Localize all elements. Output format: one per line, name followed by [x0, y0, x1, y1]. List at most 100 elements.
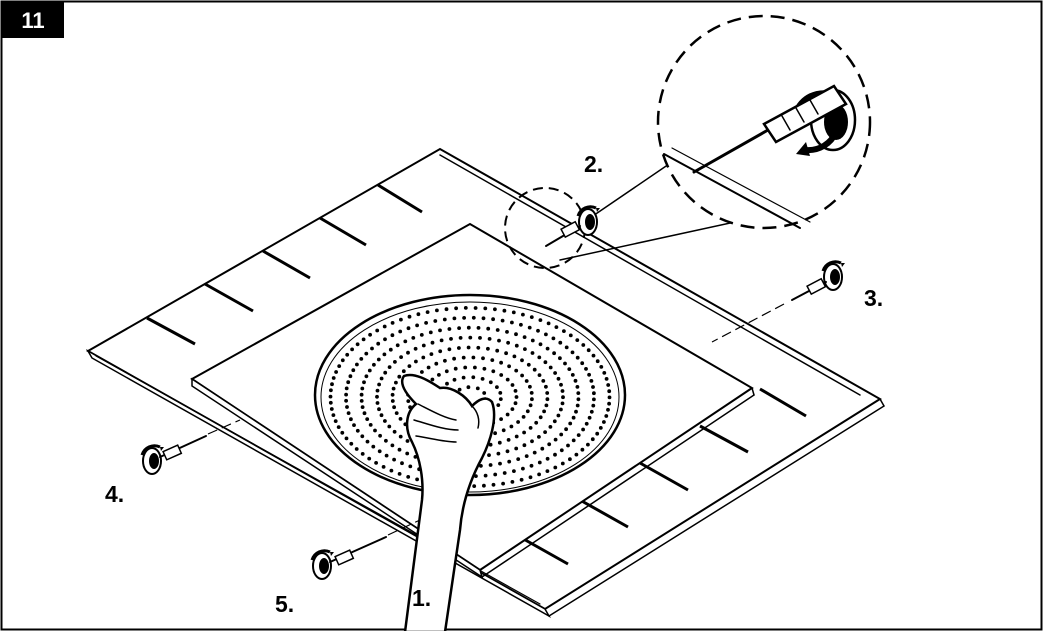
nozzle-dot	[606, 407, 610, 412]
nozzle-dot	[407, 314, 412, 319]
nozzle-dot	[389, 468, 394, 473]
nozzle-dot	[510, 320, 514, 325]
nozzle-dot	[390, 321, 395, 325]
nozzle-dot	[471, 355, 476, 360]
nozzle-dot	[513, 389, 518, 393]
nozzle-dot	[512, 354, 517, 359]
nozzle-dot	[491, 369, 496, 374]
nozzle-dot	[368, 423, 373, 427]
screw-5	[310, 519, 421, 581]
nozzle-dot	[521, 312, 525, 317]
nozzle-dot	[447, 327, 452, 331]
nozzle-dot	[406, 475, 411, 479]
nozzle-dot	[526, 362, 531, 367]
nozzle-dot	[458, 336, 463, 340]
nozzle-dot	[502, 308, 507, 313]
nozzle-dot	[336, 425, 341, 429]
nozzle-dot	[481, 316, 486, 321]
nozzle-dot	[421, 343, 426, 348]
nozzle-dot	[528, 426, 533, 430]
nozzle-dot	[519, 477, 524, 482]
figure-number: 11	[21, 8, 44, 33]
nozzle-dot	[602, 371, 607, 375]
screw-2	[545, 205, 602, 247]
nozzle-dot	[466, 385, 471, 390]
nozzle-dot	[495, 385, 499, 389]
nozzle-dot	[390, 333, 395, 338]
nozzle-dot	[384, 438, 388, 443]
nozzle-dot	[398, 434, 403, 439]
nozzle-dot	[364, 351, 369, 356]
nozzle-dot	[442, 317, 447, 322]
nozzle-dot	[558, 356, 562, 361]
nozzle-dot	[377, 382, 381, 387]
nozzle-dot	[406, 350, 410, 355]
nozzle-dot	[527, 325, 532, 330]
nozzle-dot	[506, 340, 510, 345]
nozzle-dot	[397, 472, 402, 476]
nozzle-dot	[468, 335, 473, 340]
nozzle-dot	[383, 419, 387, 423]
nozzle-dot	[375, 388, 380, 393]
nozzle-dot	[505, 330, 509, 334]
nozzle-dot	[575, 355, 580, 360]
nozzle-dot	[495, 348, 500, 353]
nozzle-dot	[580, 447, 585, 452]
nozzle-dot	[556, 413, 561, 418]
nozzle-dot	[547, 442, 552, 447]
nozzle-dot	[598, 426, 603, 430]
nozzle-dot	[575, 338, 580, 342]
nozzle-dot	[592, 397, 596, 402]
nozzle-dot	[371, 444, 376, 449]
nozzle-dot	[545, 456, 550, 461]
nozzle-dot	[553, 437, 558, 442]
nozzle-dot	[478, 336, 482, 340]
nozzle-dot	[573, 378, 578, 383]
nozzle-dot	[472, 484, 477, 488]
nozzle-dot	[479, 464, 483, 468]
nozzle-dot	[536, 328, 540, 333]
nozzle-dot	[559, 432, 564, 437]
nozzle-dot	[435, 308, 439, 313]
nozzle-dot	[406, 326, 411, 331]
nozzle-dot	[568, 333, 573, 338]
nozzle-dot	[466, 345, 471, 350]
nozzle-dot	[537, 472, 541, 477]
nozzle-dot	[553, 465, 558, 470]
nozzle-dot	[346, 411, 351, 415]
nozzle-dot	[543, 430, 547, 434]
nozzle-dot	[415, 477, 419, 482]
nozzle-dot	[496, 403, 501, 407]
nozzle-dot	[571, 415, 576, 420]
nozzle-dot	[591, 353, 596, 358]
nozzle-dot	[439, 338, 444, 343]
nozzle-dot	[552, 351, 556, 356]
nozzle-dot	[513, 401, 518, 406]
nozzle-dot	[367, 368, 372, 373]
nozzle-dot	[584, 367, 588, 371]
nozzle-dot	[524, 454, 529, 458]
nozzle-dot	[387, 424, 392, 429]
nozzle-dot	[524, 379, 529, 383]
nozzle-dot	[599, 365, 604, 369]
screw-3	[711, 260, 847, 343]
nozzle-dot	[493, 472, 498, 477]
nozzle-dot	[498, 391, 503, 395]
nozzle-dot	[488, 463, 493, 467]
nozzle-dot	[576, 397, 581, 402]
screwdriver-icon	[692, 84, 848, 174]
nozzle-dot	[592, 391, 596, 396]
nozzle-dot	[364, 374, 369, 379]
nozzle-dot	[420, 370, 424, 374]
magnified-detail	[656, 14, 872, 230]
nozzle-dot	[461, 355, 466, 360]
nozzle-dot	[473, 365, 477, 370]
nozzle-dot	[453, 366, 458, 371]
nozzle-dot	[516, 420, 520, 424]
nozzle-dot	[349, 417, 353, 422]
nozzle-dot	[519, 322, 523, 327]
nozzle-dot	[512, 469, 516, 473]
nozzle-dot	[390, 399, 395, 403]
nozzle-dot	[507, 364, 511, 369]
nozzle-dot	[530, 338, 535, 343]
